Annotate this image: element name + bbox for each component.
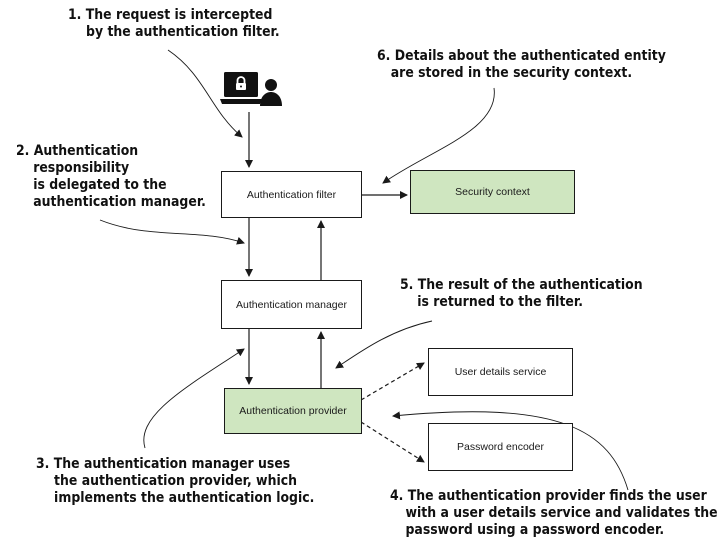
annotation-step5: 5. The result of the authentication is r… bbox=[400, 277, 643, 310]
laptop-lock-user-icon bbox=[220, 72, 282, 106]
annotation-step1: 1. The request is intercepted by the aut… bbox=[68, 7, 280, 40]
leader-step5 bbox=[335, 320, 433, 369]
dashed-arrow-to-password-encoder bbox=[360, 421, 425, 463]
annotation-step4: 4. The authentication provider finds the… bbox=[390, 488, 718, 538]
password-encoder-label: Password encoder bbox=[457, 441, 544, 453]
annotation-step2: 2. Authentication responsibility is dele… bbox=[16, 143, 206, 210]
dashed-arrow-to-user-details-service bbox=[360, 362, 425, 401]
annotation-step6: 6. Details about the authenticated entit… bbox=[377, 48, 666, 81]
authentication-manager-label: Authentication manager bbox=[236, 298, 347, 311]
security-context-box: Security context bbox=[410, 170, 575, 214]
security-context-label: Security context bbox=[455, 186, 530, 198]
leader-step1 bbox=[167, 49, 243, 138]
authentication-manager-box: Authentication manager bbox=[221, 280, 362, 329]
user-details-service-label: User details service bbox=[454, 366, 547, 378]
annotation-step3: 3. The authentication manager uses the a… bbox=[36, 456, 315, 506]
password-encoder-box: Password encoder bbox=[428, 423, 573, 471]
leader-step6 bbox=[382, 87, 495, 184]
authentication-filter-label: Authentication filter bbox=[246, 188, 337, 201]
user-details-service-box: User details service bbox=[428, 348, 573, 396]
authentication-provider-box: Authentication provider bbox=[224, 388, 362, 434]
authentication-provider-label: Authentication provider bbox=[239, 405, 347, 417]
leader-step3 bbox=[143, 348, 245, 449]
authentication-filter-box: Authentication filter bbox=[221, 171, 362, 218]
leader-step2 bbox=[99, 219, 245, 245]
